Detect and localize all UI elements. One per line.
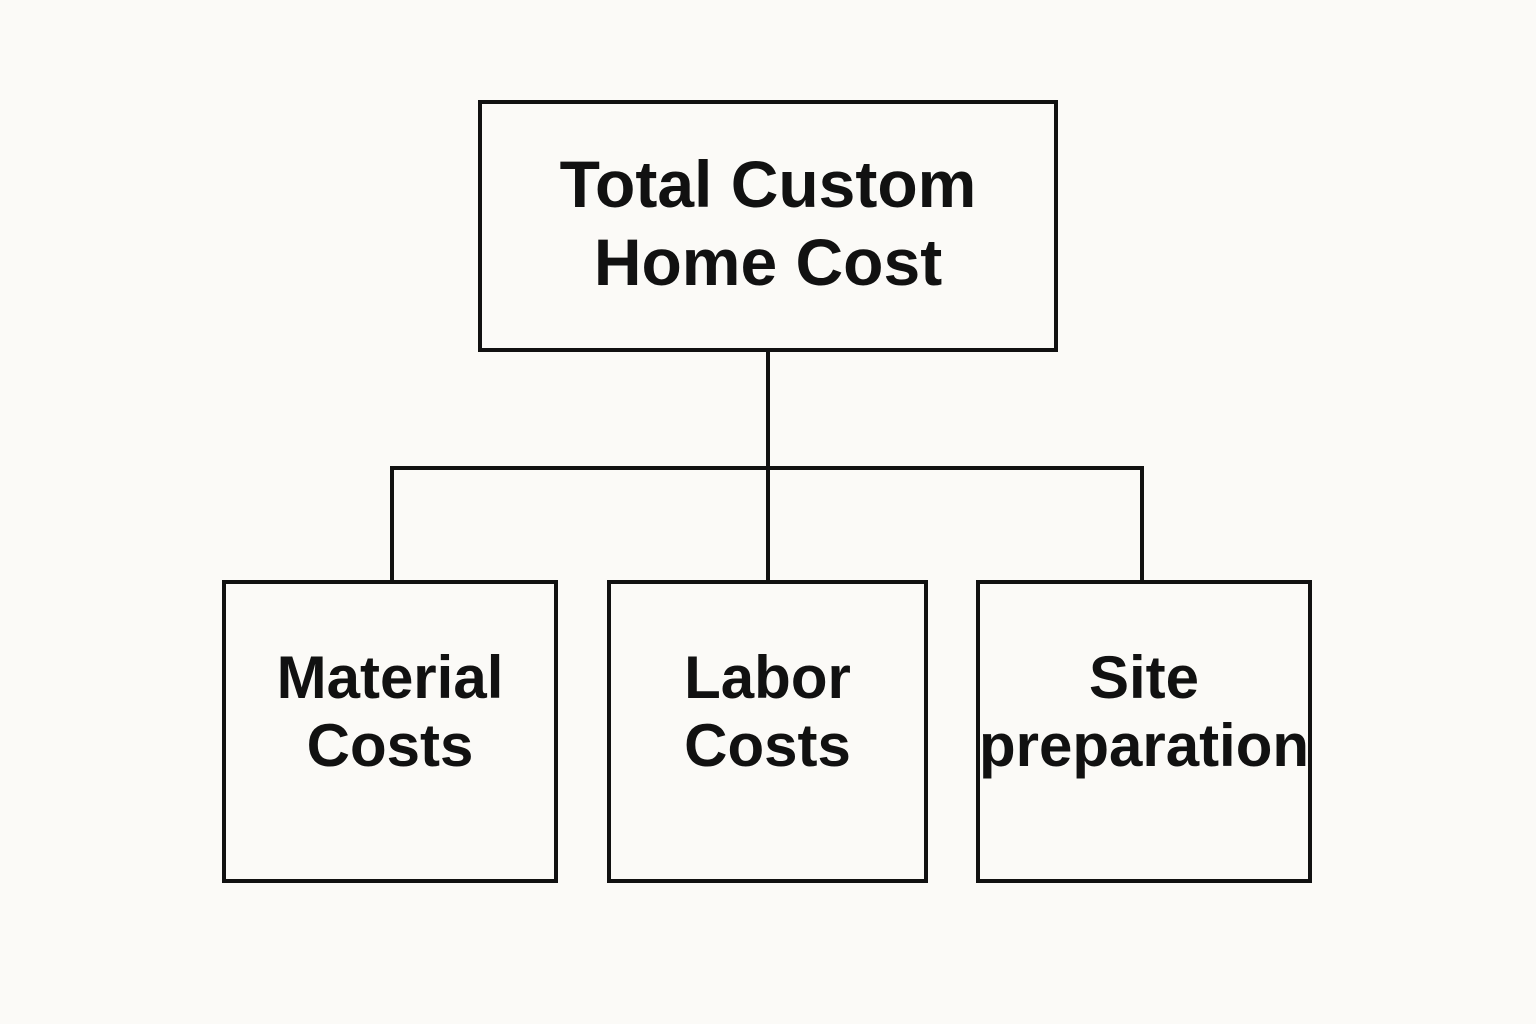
child-node-site-preparation: Site preparation — [976, 580, 1312, 883]
site-label-line-1: Site — [1088, 643, 1200, 711]
root-node-total-custom-home-cost: Total Custom Home Cost — [478, 100, 1058, 352]
material-label-line-1: Material — [276, 643, 504, 711]
labor-label-line-2: Costs — [684, 711, 851, 779]
material-label-line-2: Costs — [306, 711, 474, 779]
labor-label-line-1: Labor — [684, 643, 851, 711]
child-node-material-costs: Material Costs — [222, 580, 558, 883]
site-label-line-2: preparation — [978, 711, 1310, 779]
root-label-line-2: Home Cost — [593, 225, 943, 299]
root-label-line-1: Total Custom — [559, 147, 977, 221]
child-node-labor-costs: Labor Costs — [607, 580, 928, 883]
